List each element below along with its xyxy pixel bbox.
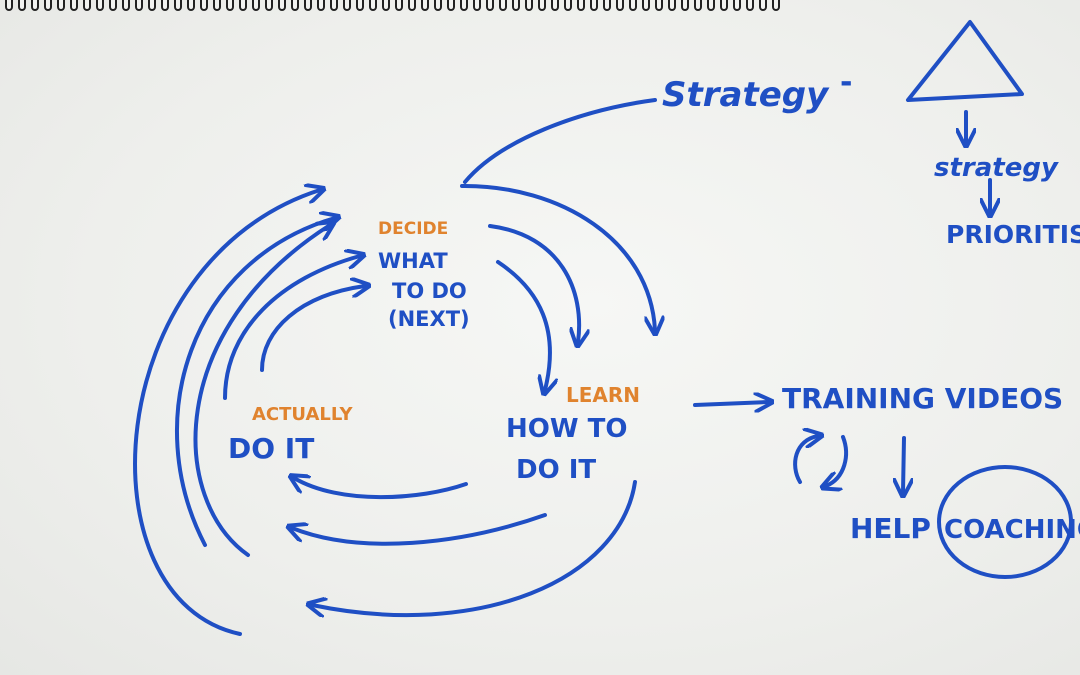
spiral-ring <box>317 0 325 11</box>
arrow-doit-to-decide-3 <box>193 225 330 557</box>
cycle-arrow-left <box>793 436 818 484</box>
spiral-ring <box>512 0 520 11</box>
next-label: (NEXT) <box>388 307 470 331</box>
spiral-ring <box>694 0 702 11</box>
spiral-ring <box>395 0 403 11</box>
what-label: WHAT <box>378 249 448 273</box>
spiral-ring <box>642 0 650 11</box>
arrow-learn-to-doit-1 <box>294 478 468 500</box>
strategy-dash: - <box>840 65 852 100</box>
spiral-binding <box>5 0 780 11</box>
spiral-ring <box>551 0 559 11</box>
spiral-ring <box>772 0 780 11</box>
learn-label: LEARN <box>566 383 640 407</box>
spiral-ring <box>525 0 533 11</box>
spiral-ring <box>265 0 273 11</box>
prioritise-label: PRIORITISE <box>946 220 1080 249</box>
spiral-ring <box>746 0 754 11</box>
triangle-icon <box>906 20 1024 102</box>
spiral-ring <box>577 0 585 11</box>
spiral-ring <box>122 0 130 11</box>
spiral-ring <box>252 0 260 11</box>
arrow-decide-to-learn-2 <box>488 224 579 342</box>
actually-label: ACTUALLY <box>252 404 354 425</box>
spiral-ring <box>200 0 208 11</box>
arrow-learn-to-doit-2 <box>292 513 547 546</box>
spiral-ring <box>226 0 234 11</box>
strategy-connector-line <box>463 98 657 184</box>
spiral-ring <box>460 0 468 11</box>
how-to-label: HOW TO <box>506 414 627 444</box>
spiral-ring <box>616 0 624 11</box>
arrow-doit-to-decide-1 <box>260 286 365 372</box>
arrow-decide-to-learn-3 <box>460 183 655 330</box>
spiral-ring <box>96 0 104 11</box>
spiral-ring <box>681 0 689 11</box>
spiral-ring <box>109 0 117 11</box>
coaching-circle <box>937 465 1073 579</box>
do-it-label: DO IT <box>228 432 314 465</box>
cycle-arrow-right <box>826 435 848 486</box>
spiral-ring <box>161 0 169 11</box>
spiral-ring <box>668 0 676 11</box>
spiral-ring <box>304 0 312 11</box>
to-do-label: TO DO <box>392 279 467 303</box>
spiral-ring <box>148 0 156 11</box>
arrow-to-training-videos <box>693 402 768 405</box>
training-videos-label: TRAINING VIDEOS <box>782 382 1063 415</box>
arrow-doit-to-decide-4 <box>175 218 335 547</box>
decide-label: DECIDE <box>378 219 448 239</box>
arrow-doit-to-decide-5 <box>133 190 320 636</box>
help-label: HELP <box>850 512 931 545</box>
spiral-ring <box>174 0 182 11</box>
arrow-down-to-help <box>903 436 904 492</box>
spiral-ring <box>733 0 741 11</box>
spiral-ring <box>70 0 78 11</box>
spiral-ring <box>759 0 767 11</box>
spiral-ring <box>382 0 390 11</box>
coaching-label: COACHING <box>944 515 1080 545</box>
spiral-ring <box>447 0 455 11</box>
arrow-decide-to-learn-1 <box>496 260 550 390</box>
spiral-ring <box>720 0 728 11</box>
spiral-ring <box>83 0 91 11</box>
spiral-ring <box>434 0 442 11</box>
spiral-ring <box>369 0 377 11</box>
how-to-do-it-label: DO IT <box>516 455 596 485</box>
spiral-ring <box>239 0 247 11</box>
spiral-ring <box>291 0 299 11</box>
spiral-ring <box>213 0 221 11</box>
spiral-ring <box>135 0 143 11</box>
spiral-ring <box>590 0 598 11</box>
spiral-ring <box>538 0 546 11</box>
arrow-doit-to-decide-2 <box>223 256 360 400</box>
spiral-ring <box>486 0 494 11</box>
spiral-ring <box>707 0 715 11</box>
spiral-ring <box>473 0 481 11</box>
spiral-ring <box>564 0 572 11</box>
spiral-ring <box>57 0 65 11</box>
spiral-ring <box>499 0 507 11</box>
spiral-ring <box>603 0 611 11</box>
spiral-ring <box>5 0 13 11</box>
spiral-ring <box>31 0 39 11</box>
spiral-ring <box>330 0 338 11</box>
spiral-ring <box>629 0 637 11</box>
arrow-learn-to-doit-3 <box>312 480 637 615</box>
strategy-top-label: Strategy <box>662 75 830 115</box>
spiral-ring <box>356 0 364 11</box>
spiral-ring <box>44 0 52 11</box>
spiral-ring <box>408 0 416 11</box>
strategy-small-label: strategy <box>934 153 1059 183</box>
spiral-ring <box>655 0 663 11</box>
spiral-ring <box>18 0 26 11</box>
spiral-ring <box>421 0 429 11</box>
spiral-ring <box>278 0 286 11</box>
spiral-ring <box>187 0 195 11</box>
spiral-ring <box>343 0 351 11</box>
